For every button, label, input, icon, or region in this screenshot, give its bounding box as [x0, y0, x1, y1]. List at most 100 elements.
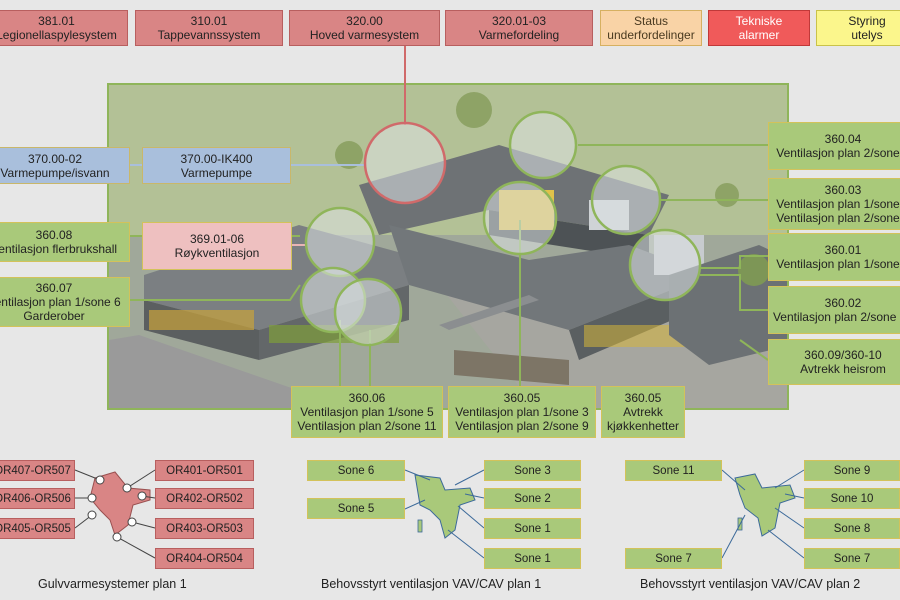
btn-360-03[interactable]: 360.03 Ventilasjon plan 1/sone 1 Ventila… — [768, 178, 900, 230]
vent2-sone7l-label: Sone 7 — [655, 552, 692, 565]
btn-369-label: Røykventilasjon — [174, 246, 260, 260]
btn-360-04[interactable]: 360.04 Ventilasjon plan 2/sone 8 — [768, 122, 900, 170]
vent1-sone1-b[interactable]: Sone 1 — [484, 548, 581, 569]
btn-360-05k-label2: kjøkkenhetter — [606, 419, 680, 433]
btn-360-08-label: Ventilasjon flerbrukshall — [0, 242, 118, 256]
or401-label: OR401-OR501 — [166, 464, 243, 477]
alarm-line2: alarmer — [738, 28, 780, 42]
btn-320-hoved-varmesystem[interactable]: 320.00 Hoved varmesystem — [289, 10, 440, 46]
btn-360-05[interactable]: 360.05 Ventilasjon plan 1/sone 3 Ventila… — [448, 386, 596, 438]
floor-heating-caption: Gulvvarmesystemer plan 1 — [38, 577, 187, 591]
btn-360-09-code: 360.09/360-10 — [804, 348, 882, 362]
vent1-sone1-a[interactable]: Sone 1 — [484, 518, 581, 539]
lights-line1: Styring — [848, 14, 886, 28]
or403-label: OR403-OR503 — [166, 522, 243, 535]
vent1-sone5[interactable]: Sone 5 — [307, 498, 405, 519]
lights-line2: utelys — [851, 28, 883, 42]
vent1-sone2[interactable]: Sone 2 — [484, 488, 581, 509]
vent-plan2-caption: Behovsstyrt ventilasjon VAV/CAV plan 2 — [640, 577, 861, 591]
btn-381-code: 381.01 — [38, 14, 75, 28]
vent2-sone8[interactable]: Sone 8 — [804, 518, 900, 539]
btn-360-05-code: 360.05 — [503, 391, 541, 405]
status-line1: Status — [633, 14, 669, 28]
btn-360-06-label2: Ventilasjon plan 2/sone 11 — [297, 419, 437, 433]
btn-360-01-label: Ventilasjon plan 1/sone 2 — [776, 257, 900, 271]
btn-381-legionella[interactable]: 381.01 Legionellaspylesystem — [0, 10, 128, 46]
btn-tekniske-alarmer[interactable]: Tekniske alarmer — [708, 10, 810, 46]
btn-360-02-label: Ventilasjon plan 2/sone 10 — [772, 310, 900, 324]
vent1-sone1a-label: Sone 1 — [514, 522, 551, 535]
vent2-sone11-label: Sone 11 — [652, 464, 695, 477]
btn-360-08-code: 360.08 — [35, 228, 73, 242]
btn-360-04-code: 360.04 — [824, 132, 862, 146]
btn-370-02-varmepumpe-isvann[interactable]: 370.00-02 Varmepumpe/isvann — [0, 147, 130, 184]
btn-320-03-label: Varmefordeling — [478, 28, 560, 42]
floor-heating-or403[interactable]: OR403-OR503 — [155, 518, 254, 539]
btn-status-underfordelinger[interactable]: Status underfordelinger — [600, 10, 702, 46]
btn-360-05k-label1: Avtrekk — [623, 405, 663, 419]
btn-381-label: Legionellaspylesystem — [0, 28, 117, 42]
vent1-sone3[interactable]: Sone 3 — [484, 460, 581, 481]
vent2-sone7-right[interactable]: Sone 7 — [804, 548, 900, 569]
btn-320-03-varmefordeling[interactable]: 320.01-03 Varmefordeling — [445, 10, 593, 46]
btn-360-03-label2: Ventilasjon plan 2/sone 7 — [776, 211, 900, 225]
btn-360-04-label: Ventilasjon plan 2/sone 8 — [776, 146, 900, 160]
vent-plan1-caption: Behovsstyrt ventilasjon VAV/CAV plan 1 — [321, 577, 542, 591]
status-line2: underfordelinger — [607, 28, 695, 42]
or402-label: OR402-OR502 — [166, 492, 243, 505]
btn-310-tappevann[interactable]: 310.01 Tappevannssystem — [135, 10, 283, 46]
btn-310-label: Tappevannssystem — [157, 28, 261, 42]
or404-label: OR404-OR504 — [166, 552, 243, 565]
btn-360-02-code: 360.02 — [824, 296, 862, 310]
btn-360-07-label2: Garderober — [23, 309, 85, 323]
btn-360-05-kjokkenhetter[interactable]: 360.05 Avtrekk kjøkkenhetter — [601, 386, 685, 438]
vent1-sone6[interactable]: Sone 6 — [307, 460, 405, 481]
btn-360-01[interactable]: 360.01 Ventilasjon plan 1/sone 2 — [768, 233, 900, 281]
btn-360-09-heisrom[interactable]: 360.09/360-10 Avtrekk heisrom — [768, 339, 900, 385]
btn-370-02-label: Varmepumpe/isvann — [0, 165, 110, 180]
vent2-sone7-left[interactable]: Sone 7 — [625, 548, 722, 569]
floor-heating-or406[interactable]: OR406-OR506 — [0, 488, 75, 509]
or407-label: OR407-OR507 — [0, 464, 71, 477]
btn-360-03-label1: Ventilasjon plan 1/sone 1 — [776, 197, 900, 211]
btn-360-08-flerbrukshall[interactable]: 360.08 Ventilasjon flerbrukshall — [0, 222, 130, 262]
btn-360-09-label: Avtrekk heisrom — [800, 362, 886, 376]
btn-370-ik-code: 370.00-IK400 — [180, 151, 253, 166]
floor-heating-or402[interactable]: OR402-OR502 — [155, 488, 254, 509]
btn-360-05-label2: Ventilasjon plan 2/sone 9 — [455, 419, 589, 433]
btn-360-06-label1: Ventilasjon plan 1/sone 5 — [300, 405, 434, 419]
vent2-sone10-label: Sone 10 — [830, 492, 874, 505]
btn-369-royk[interactable]: 369.01-06 Røykventilasjon — [142, 222, 292, 270]
vent2-sone11[interactable]: Sone 11 — [625, 460, 722, 481]
btn-320-code: 320.00 — [346, 14, 383, 28]
btn-370-ik400-varmepumpe[interactable]: 370.00-IK400 Varmepumpe — [142, 147, 291, 184]
btn-320-03-code: 320.01-03 — [491, 14, 547, 28]
btn-360-02[interactable]: 360.02 Ventilasjon plan 2/sone 10 — [768, 286, 900, 334]
vent1-sone6-label: Sone 6 — [337, 464, 375, 477]
btn-360-01-code: 360.01 — [824, 243, 862, 257]
vent1-sone2-label: Sone 2 — [514, 492, 551, 505]
btn-360-06-code: 360.06 — [348, 391, 386, 405]
vent1-sone1b-label: Sone 1 — [514, 552, 551, 565]
vent2-sone10[interactable]: Sone 10 — [804, 488, 900, 509]
floor-heating-or401[interactable]: OR401-OR501 — [155, 460, 254, 481]
alarm-line1: Tekniske — [735, 14, 783, 28]
floor-heating-or404[interactable]: OR404-OR504 — [155, 548, 254, 569]
btn-370-02-code: 370.00-02 — [27, 151, 83, 166]
btn-styring-utelys[interactable]: Styring utelys — [816, 10, 900, 46]
btn-360-05k-code: 360.05 — [624, 391, 662, 405]
floor-heating-or407[interactable]: OR407-OR507 — [0, 460, 75, 481]
btn-360-07-label1: Ventilasjon plan 1/sone 6 — [0, 295, 121, 309]
btn-360-05-label1: Ventilasjon plan 1/sone 3 — [455, 405, 589, 419]
btn-360-07-garderober[interactable]: 360.07 Ventilasjon plan 1/sone 6 Gardero… — [0, 277, 130, 327]
btn-360-03-code: 360.03 — [824, 183, 862, 197]
vent1-sone3-label: Sone 3 — [514, 464, 551, 477]
floor-heating-or405[interactable]: OR405-OR505 — [0, 518, 75, 539]
vent2-sone8-label: Sone 8 — [833, 522, 871, 535]
btn-360-07-code: 360.07 — [35, 281, 73, 295]
vent2-sone9[interactable]: Sone 9 — [804, 460, 900, 481]
vent2-sone9-label: Sone 9 — [833, 464, 871, 477]
btn-320-label: Hoved varmesystem — [309, 28, 420, 42]
btn-310-code: 310.01 — [190, 14, 228, 28]
btn-360-06[interactable]: 360.06 Ventilasjon plan 1/sone 5 Ventila… — [291, 386, 443, 438]
